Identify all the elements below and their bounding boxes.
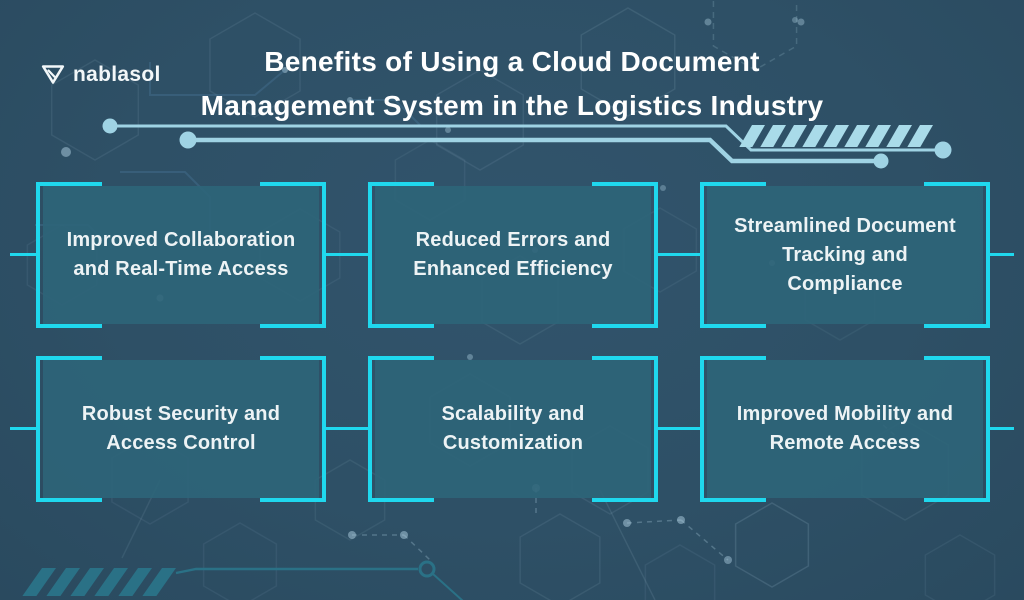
corner-bracket-left-icon xyxy=(36,182,102,328)
benefit-card-security: Robust Security and Access Control xyxy=(36,356,326,502)
line-end-dot xyxy=(873,153,889,169)
benefit-label: Improved Collaboration and Real-Time Acc… xyxy=(66,229,296,280)
connector-line xyxy=(990,253,1014,256)
corner-bracket-left-icon xyxy=(700,182,766,328)
header-hatch-stripes-icon xyxy=(739,125,934,147)
ring-node-icon xyxy=(418,560,436,578)
benefit-label: Robust Security and Access Control xyxy=(81,403,281,454)
footer-hatch-stripes-icon xyxy=(22,568,177,596)
line-end-dot xyxy=(934,141,952,159)
benefit-card-collaboration: Improved Collaboration and Real-Time Acc… xyxy=(36,182,326,328)
connector-line xyxy=(10,427,36,430)
connector-line xyxy=(990,427,1014,430)
benefit-card-mobility: Improved Mobility and Remote Access xyxy=(700,356,990,502)
connector-line xyxy=(658,253,700,256)
nablasol-logo-icon xyxy=(41,65,65,84)
corner-bracket-left-icon xyxy=(700,356,766,502)
card-fill xyxy=(43,186,319,324)
card-fill xyxy=(707,360,983,498)
footer-connector-line xyxy=(175,560,464,600)
corner-bracket-right-icon xyxy=(924,356,990,502)
corner-bracket-right-icon xyxy=(260,182,326,328)
corner-bracket-right-icon xyxy=(592,182,658,328)
connector-line xyxy=(326,253,368,256)
card-fill xyxy=(707,186,983,324)
corner-bracket-right-icon xyxy=(592,356,658,502)
connector-line xyxy=(10,253,36,256)
line-end-dot xyxy=(179,131,197,149)
connector-line xyxy=(326,427,368,430)
connector-line xyxy=(658,427,700,430)
benefit-card-tracking-compliance: Streamlined Document Tracking and Compli… xyxy=(700,182,990,328)
nablasol-logo-text: nablasol xyxy=(73,62,161,86)
corner-bracket-left-icon xyxy=(36,356,102,502)
card-fill xyxy=(375,186,651,324)
benefit-label: Improved Mobility and Remote Access xyxy=(736,403,954,454)
card-fill xyxy=(43,360,319,498)
corner-bracket-left-icon xyxy=(368,182,434,328)
benefit-label: Scalability and Customization xyxy=(441,403,585,454)
benefit-card-reduced-errors: Reduced Errors and Enhanced Efficiency xyxy=(368,182,658,328)
benefit-card-scalability: Scalability and Customization xyxy=(368,356,658,502)
corner-bracket-left-icon xyxy=(368,356,434,502)
card-fill xyxy=(375,360,651,498)
nablasol-logo: nablasol xyxy=(40,62,161,87)
corner-bracket-right-icon xyxy=(924,182,990,328)
corner-bracket-right-icon xyxy=(260,356,326,502)
benefit-label: Streamlined Document Tracking and Compli… xyxy=(734,214,956,295)
page-title: Benefits of Using a Cloud Document Manag… xyxy=(200,46,824,121)
benefit-label: Reduced Errors and Enhanced Efficiency xyxy=(413,229,613,280)
